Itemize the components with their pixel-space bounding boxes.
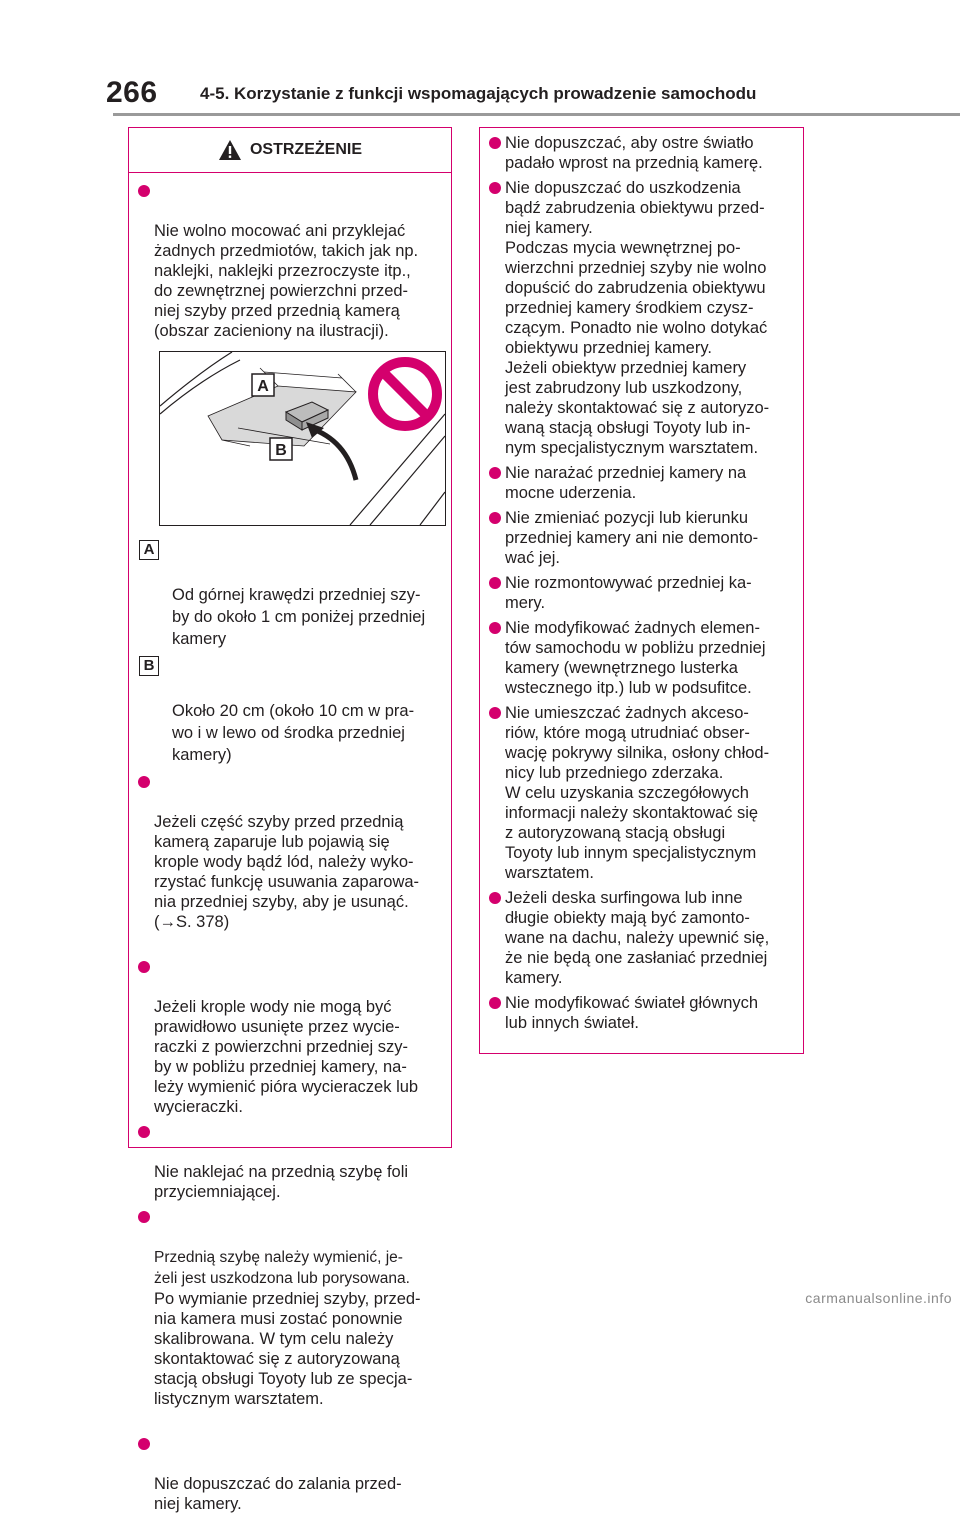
item-text: Nie modyfikować świateł głównych lub inn… bbox=[505, 994, 759, 1032]
list-item: Nie dopuszczać do uszkodzenia bądź zabru… bbox=[489, 178, 797, 458]
item-text: Nie dopuszczać, aby ostre światło padało… bbox=[505, 134, 763, 172]
annotation-mark: A bbox=[139, 540, 159, 560]
warning-triangle-icon bbox=[218, 140, 241, 160]
bullet-icon bbox=[489, 622, 501, 634]
bullet-icon bbox=[489, 467, 501, 479]
item-text: Nie rozmontowywać przedniej ka- mery. bbox=[505, 574, 752, 612]
item-text: Nie umieszczać żadnych akceso- riów, któ… bbox=[505, 704, 770, 882]
warning-content-right: Nie dopuszczać, aby ostre światło padało… bbox=[480, 128, 803, 1033]
item-text: Jeżeli deska surfingowa lub inne długie … bbox=[505, 889, 770, 987]
item-text: Nie wolno mocować ani przyklejać żadnych… bbox=[154, 222, 419, 340]
warning-header: OSTRZEŻENIE bbox=[129, 128, 451, 173]
item-text-continued: Po wymianie przedniej szyby, przed- nia … bbox=[154, 1290, 421, 1408]
page-number: 266 bbox=[106, 76, 158, 109]
warning-box-right: Nie dopuszczać, aby ostre światło padało… bbox=[479, 127, 804, 1054]
list-item: Jeżeli krople wody nie mogą być prawidło… bbox=[138, 957, 445, 1117]
watermark: carmanualsonline.info bbox=[805, 1290, 952, 1306]
annotation-text: Od górnej krawędzi przedniej szy- by do … bbox=[172, 586, 426, 648]
list-item: Nie wolno mocować ani przyklejać żadnych… bbox=[138, 181, 445, 341]
item-text: Nie naklejać na przednią szybę foli przy… bbox=[154, 1163, 409, 1201]
item-text: Nie dopuszczać do zalania przed- niej ka… bbox=[154, 1475, 402, 1513]
list-item: Nie zmieniać pozycji lub kierunku przedn… bbox=[489, 508, 797, 568]
item-text: Nie zmieniać pozycji lub kierunku przedn… bbox=[505, 509, 759, 567]
illus-label-a: A bbox=[257, 378, 269, 395]
list-item: Przednią szybę należy wymienić, je- żeli… bbox=[138, 1207, 445, 1429]
list-item: Jeżeli część szyby przed przednią kamerą… bbox=[138, 772, 445, 952]
page-header: 266 4-5. Korzystanie z funkcji wspomagaj… bbox=[0, 0, 960, 118]
section-title: 4-5. Korzystanie z funkcji wspomagającyc… bbox=[200, 84, 757, 103]
list-item: Nie rozmontowywać przedniej ka- mery. bbox=[489, 573, 797, 613]
item-text: Nie narażać przedniej kamery na mocne ud… bbox=[505, 464, 747, 502]
list-item: Nie modyfikować świateł głównych lub inn… bbox=[489, 993, 797, 1033]
bullet-icon bbox=[489, 182, 501, 194]
warning-box-left: OSTRZEŻENIE Nie wolno mocować ani przykl… bbox=[128, 127, 452, 1513]
illus-label-b: B bbox=[275, 442, 287, 459]
bullet-icon bbox=[489, 137, 501, 149]
bullet-icon bbox=[138, 1126, 150, 1138]
bullet-icon bbox=[489, 892, 501, 904]
list-item: Nie narażać przedniej kamery na mocne ud… bbox=[489, 463, 797, 503]
list-item: Nie dopuszczać do zalania przed- niej ka… bbox=[138, 1434, 445, 1514]
item-text: Nie modyfikować żadnych elemen- tów samo… bbox=[505, 619, 766, 697]
item-text: Jeżeli krople wody nie mogą być prawidło… bbox=[154, 998, 419, 1116]
bullet-icon bbox=[138, 961, 150, 973]
list-item: Nie modyfikować żadnych elemen- tów samo… bbox=[489, 618, 797, 698]
bullet-icon bbox=[138, 776, 150, 788]
bullet-icon bbox=[138, 1211, 150, 1223]
annotation-text: Około 20 cm (około 10 cm w pra- wo i w l… bbox=[172, 702, 415, 764]
list-item: Jeżeli deska surfingowa lub inne długie … bbox=[489, 888, 797, 988]
annotation-mark: B bbox=[139, 656, 159, 676]
bullet-icon bbox=[489, 577, 501, 589]
prohibited-sign-icon bbox=[368, 357, 442, 431]
header-rule bbox=[113, 113, 960, 116]
list-item: Nie dopuszczać, aby ostre światło padało… bbox=[489, 133, 797, 173]
bullet-icon bbox=[489, 997, 501, 1009]
bullet-icon bbox=[138, 1438, 150, 1450]
bullet-icon bbox=[489, 707, 501, 719]
annotation-a: A Od górnej krawędzi przedniej szy- by d… bbox=[138, 540, 445, 650]
annotation-b: B Około 20 cm (około 10 cm w pra- wo i w… bbox=[138, 656, 445, 766]
item-text: Nie dopuszczać do uszkodzenia bądź zabru… bbox=[505, 179, 770, 457]
list-item: Nie naklejać na przednią szybę foli przy… bbox=[138, 1122, 445, 1202]
windshield-illustration: A B bbox=[159, 351, 446, 526]
page-reference: (→S. 378) bbox=[154, 913, 230, 931]
warning-title: OSTRZEŻENIE bbox=[249, 141, 362, 158]
list-item: Nie umieszczać żadnych akceso- riów, któ… bbox=[489, 703, 797, 883]
item-text: Jeżeli część szyby przed przednią kamerą… bbox=[154, 813, 420, 911]
bullet-icon bbox=[138, 185, 150, 197]
item-text: Przednią szybę należy wymienić, je- żeli… bbox=[154, 1249, 410, 1287]
bullet-icon bbox=[489, 512, 501, 524]
